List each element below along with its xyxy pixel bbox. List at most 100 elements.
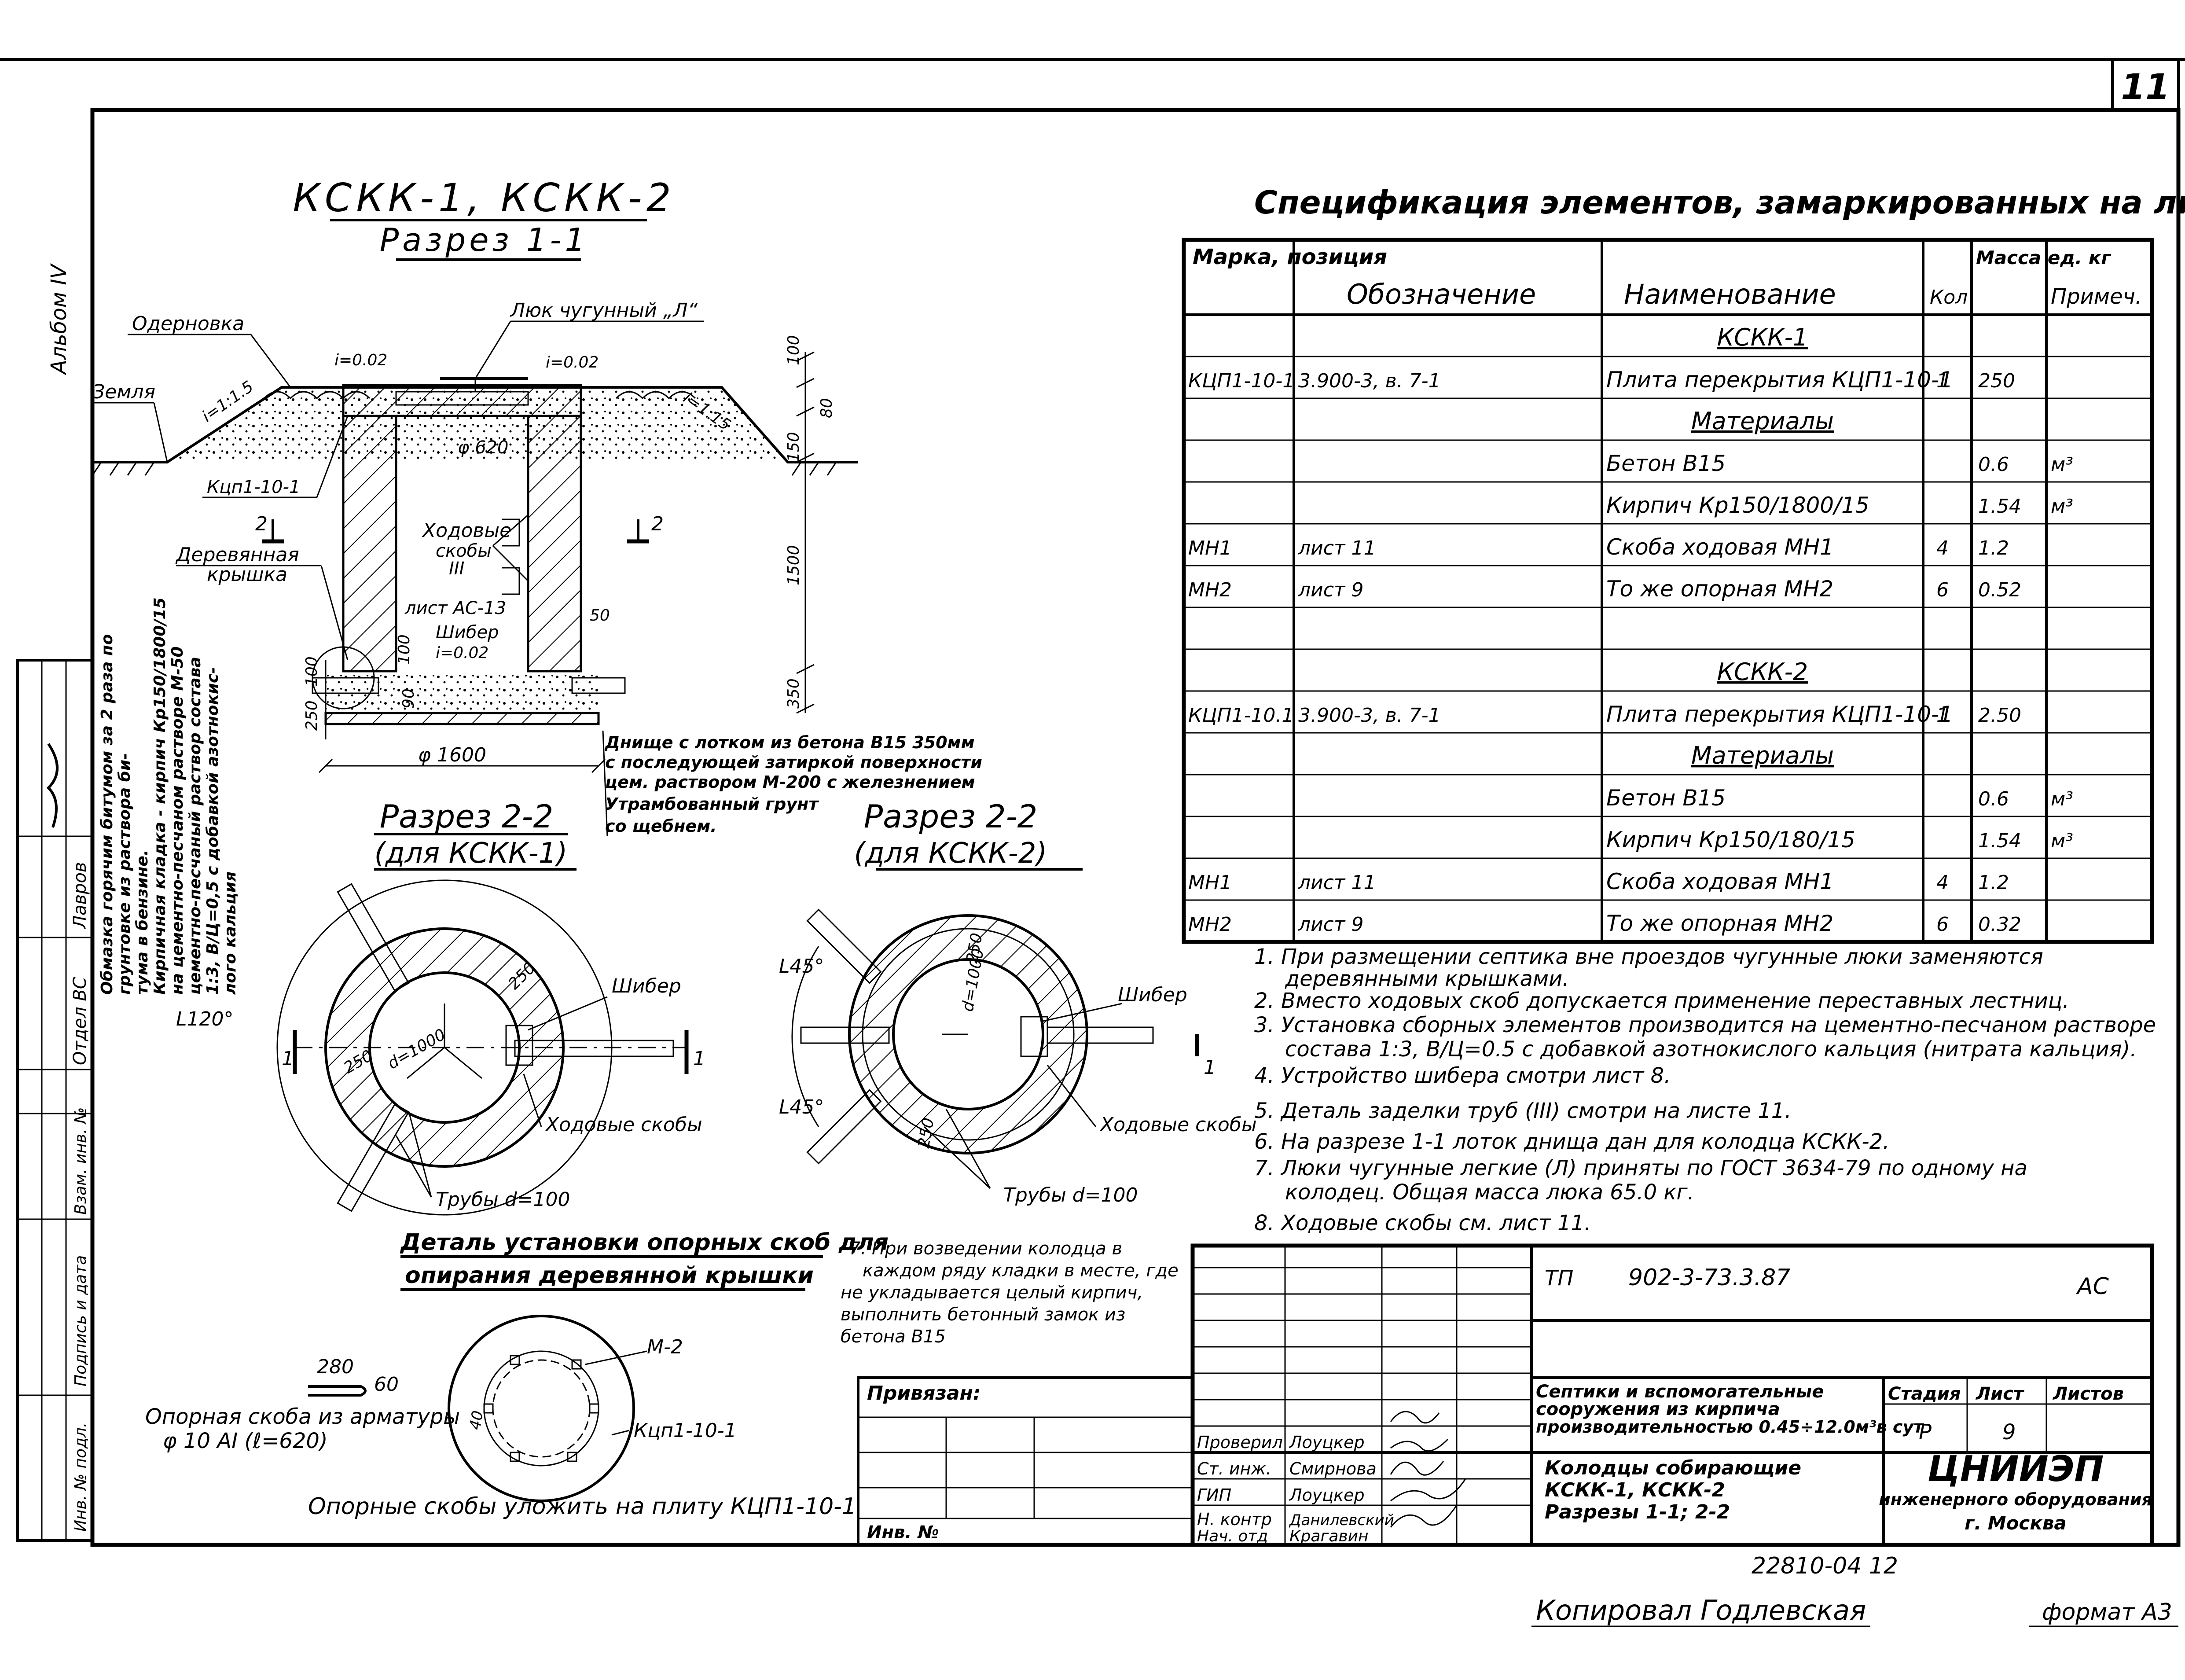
spec-cell: м³ xyxy=(2051,453,2073,476)
note-8: 8. Ходовые скобы см. лист 11. xyxy=(1254,1211,1591,1235)
title-block xyxy=(857,1243,2154,1547)
spec-cell: 0.52 xyxy=(1978,579,2021,601)
dim-90: 90 xyxy=(400,688,418,709)
note-7b: колодец. Общая масса люка 65.0 кг. xyxy=(1285,1180,1694,1205)
spec-cell: 6 xyxy=(1936,579,1949,601)
header-mass: Масса ед. кг xyxy=(1976,247,2112,268)
header-designation: Обозначение xyxy=(1347,278,1536,310)
dim-100c: 100 xyxy=(395,634,413,665)
header-note: Примеч. xyxy=(2051,284,2142,309)
label-plate: Кцп1-10-1 xyxy=(207,477,300,497)
header-qty: Кол xyxy=(1930,286,1968,309)
label-d1600: φ 1600 xyxy=(418,744,486,766)
label-wood-cover: Деревянная xyxy=(175,544,299,566)
note7-3: не укладывается целый кирпич, xyxy=(841,1283,1143,1303)
side-note-7: 1:3, В/Ц=0,5 с добавкой азотнокис- xyxy=(204,667,222,995)
left-steps: Ходовые скобы xyxy=(545,1114,702,1136)
header-name: Наименование xyxy=(1624,278,1836,310)
tb-name-5: Крагавин xyxy=(1289,1527,1369,1545)
tb-role-2: Ст. инж. xyxy=(1197,1459,1271,1478)
tb-role-5: Нач. отд xyxy=(1197,1527,1268,1545)
dim-150: 150 xyxy=(785,432,803,462)
right-pipes: Трубы d=100 xyxy=(1003,1184,1138,1206)
spec-cell: 6 xyxy=(1936,913,1949,936)
tb-stage-h: Стадия xyxy=(1888,1384,1961,1404)
stamp-sign-date: Подпись и дата xyxy=(72,1255,90,1386)
detail-drawing xyxy=(308,1315,647,1502)
spec-cell: 1 xyxy=(1936,370,1949,392)
label-gate: Шибер xyxy=(436,622,499,643)
left-d1000: d=1000 xyxy=(385,1026,449,1073)
right-angle-2: L45° xyxy=(779,1096,824,1118)
tb-project: ТП xyxy=(1545,1266,1573,1290)
spec-cell: КЦП1-10-1 xyxy=(1188,370,1295,392)
note-1b: деревянными крышками. xyxy=(1285,967,1569,991)
label-d620: φ 620 xyxy=(458,437,508,458)
bottom-note-1: Днище с лотком из бетона В15 350мм xyxy=(605,733,975,752)
signature-lavrov xyxy=(46,743,59,828)
spec-cell: лист 11 xyxy=(1298,871,1376,894)
dim-100: 100 xyxy=(785,335,803,365)
stamp-inv-orig: Инв. № подл. xyxy=(72,1423,90,1532)
note-5: 5. Деталь заделки труб (III) смотри на л… xyxy=(1254,1099,1792,1123)
cut-right-label: 2 xyxy=(651,513,664,535)
bottom-note-5: со щебнем. xyxy=(605,816,717,836)
label-wood-cover-2: крышка xyxy=(207,563,287,586)
tb-name-1: Лоуцкер xyxy=(1289,1433,1365,1452)
tb-desc-1: Септики и вспомогательные xyxy=(1536,1382,1824,1402)
spec-cell: 0.6 xyxy=(1978,453,2009,476)
tb-drawing-3: Разрезы 1-1; 2-2 xyxy=(1545,1501,1730,1523)
left-gate: Шибер xyxy=(612,975,681,997)
side-note-5: на цементно-песчаном растворе М-50 xyxy=(169,647,187,995)
dim-100b: 100 xyxy=(303,656,321,687)
tb-name-3: Лоуцкер xyxy=(1289,1485,1365,1505)
label-i002-right: i=0.02 xyxy=(546,353,599,371)
left-cut-left: 1 xyxy=(282,1048,294,1070)
spec-cell: 250 xyxy=(1978,370,2015,392)
copied-by: Копировал Годлевская xyxy=(1536,1594,1866,1626)
spec-cell: лист 9 xyxy=(1298,579,1364,601)
note7-5: бетона В15 xyxy=(841,1327,946,1347)
tb-name-4: Данилевский xyxy=(1289,1511,1394,1529)
spec-cell: КСКК-2 xyxy=(1717,658,1808,686)
section-1-1-title: КСКК-1, КСКК-2 xyxy=(293,175,675,221)
detail-footnote: Опорные скобы уложить на плиту КЦП1-10-1 xyxy=(308,1493,856,1520)
section-1-1-subtitle: Разрез 1-1 xyxy=(380,221,589,258)
label-hatch-cover: Люк чугунный „Л“ xyxy=(510,299,698,322)
note-4: 4. Устройство шибера смотри лист 8. xyxy=(1254,1063,1671,1088)
tb-section: АС xyxy=(2076,1273,2109,1300)
side-note-6: цементно-песчаный раствор состава xyxy=(186,657,204,995)
right-gate: Шибер xyxy=(1118,984,1187,1006)
spec-cell: То же опорная МН2 xyxy=(1606,576,1833,602)
detail-m2: М-2 xyxy=(647,1336,683,1358)
label-steps: Ходовые xyxy=(422,519,511,542)
spec-cell: 1.2 xyxy=(1978,537,2009,559)
tb-code: 902-3-73.3.87 xyxy=(1628,1265,1790,1291)
tb-role-1: Проверил xyxy=(1197,1433,1283,1452)
left-pipes: Трубы d=100 xyxy=(436,1188,570,1211)
title-block-text: ТП 902-3-73.3.87 АС Привязан: Инв. № Сеп… xyxy=(867,1265,2152,1545)
side-note-2: грунтовке из раствора би- xyxy=(116,753,134,995)
dim-1500: 1500 xyxy=(785,545,803,585)
note-3: 3. Установка сборных элементов производи… xyxy=(1254,1013,2156,1037)
spec-cell: То же опорная МН2 xyxy=(1606,911,1833,936)
left-angle: L120° xyxy=(176,1008,234,1030)
spec-cell: МН1 xyxy=(1188,537,1232,559)
spec-cell: 0.32 xyxy=(1978,913,2021,936)
tb-inv: Инв. № xyxy=(867,1522,939,1543)
note-7: 7. Люки чугунные легкие (Л) приняты по Г… xyxy=(1254,1156,2027,1180)
spec-title: Спецификация элементов, замаркированных … xyxy=(1254,184,2185,221)
side-note-4: Кирпичная кладка - кирпич Кр150/1800/15 xyxy=(151,597,169,995)
spec-cell: 1.54 xyxy=(1978,495,2021,518)
header-mark: Марка, позиция xyxy=(1193,245,1387,269)
section-2-2-right-title: Разрез 2-2 xyxy=(864,798,1038,835)
detail-bracket-1: Опорная скоба из арматуры xyxy=(145,1404,460,1429)
spec-cell: лист 9 xyxy=(1298,913,1364,936)
detail-bracket-2: φ 10 AI (ℓ=620) xyxy=(163,1429,328,1453)
detail-d280: 280 xyxy=(317,1356,354,1378)
section-2-2-right-drawing xyxy=(791,908,1199,1189)
tb-org-3: г. Москва xyxy=(1965,1512,2067,1534)
spec-cell: 0.6 xyxy=(1978,788,2009,810)
spec-headers: Марка, позиция Обозначение Наименование … xyxy=(1193,245,2142,310)
